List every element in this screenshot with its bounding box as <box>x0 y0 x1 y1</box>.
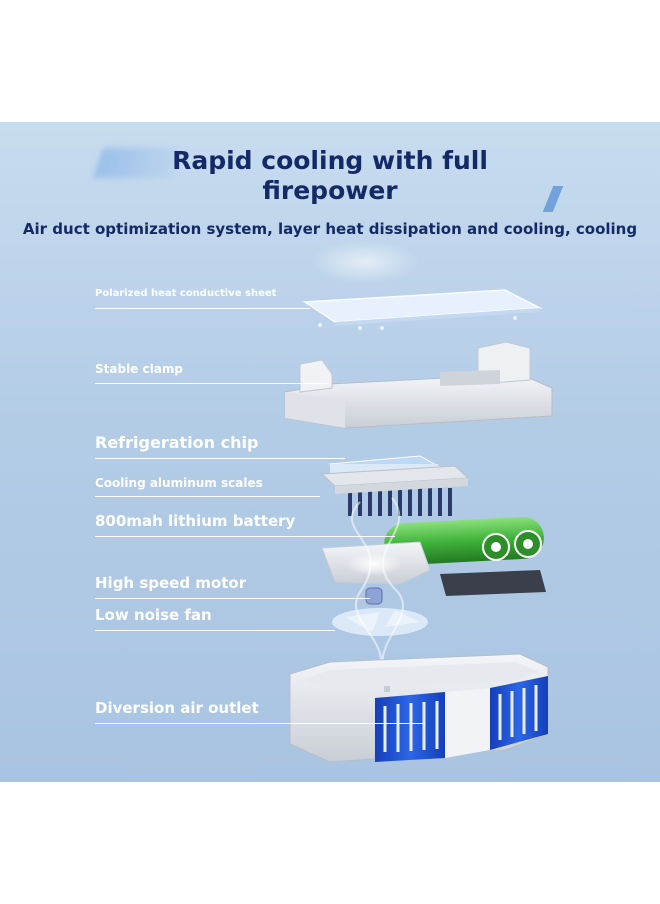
leader-line-fan <box>95 630 335 631</box>
fan-graphic <box>332 608 428 636</box>
label-diversion-air-outlet: Diversion air outlet <box>95 699 259 717</box>
leader-line-outlet <box>95 723 425 724</box>
leader-line-clamp <box>95 383 328 384</box>
label-lithium-battery: 800mah lithium battery <box>95 512 296 530</box>
subtitle: Air duct optimization system, layer heat… <box>22 220 638 238</box>
motor-graphic <box>321 541 431 605</box>
leader-line-scales <box>95 496 320 497</box>
label-aluminum-scales: Cooling aluminum scales <box>95 476 263 490</box>
leader-line-chip <box>95 458 345 459</box>
title-line-2: firepower <box>262 176 398 205</box>
clamp-graphic <box>284 341 553 429</box>
page-title: Rapid cooling with full firepower <box>0 146 660 206</box>
label-stable-clamp: Stable clamp <box>95 362 183 376</box>
base-graphic <box>289 653 549 763</box>
product-panel: Rapid cooling with full firepower Air du… <box>0 122 660 782</box>
title-line-1: Rapid cooling with full <box>172 146 488 175</box>
leader-line-battery <box>95 536 395 537</box>
label-low-noise-fan: Low noise fan <box>95 606 212 624</box>
mist <box>310 240 420 284</box>
heat-sheet-graphic <box>302 289 543 330</box>
airflow <box>350 497 404 688</box>
chip-graphic <box>320 455 470 516</box>
leader-line-motor <box>95 598 370 599</box>
leader-line-sheet <box>95 308 310 309</box>
label-refrigeration-chip: Refrigeration chip <box>95 433 259 452</box>
label-high-speed-motor: High speed motor <box>95 574 247 592</box>
label-polarized-sheet: Polarized heat conductive sheet <box>95 288 277 299</box>
exploded-product-illustration <box>284 240 553 763</box>
